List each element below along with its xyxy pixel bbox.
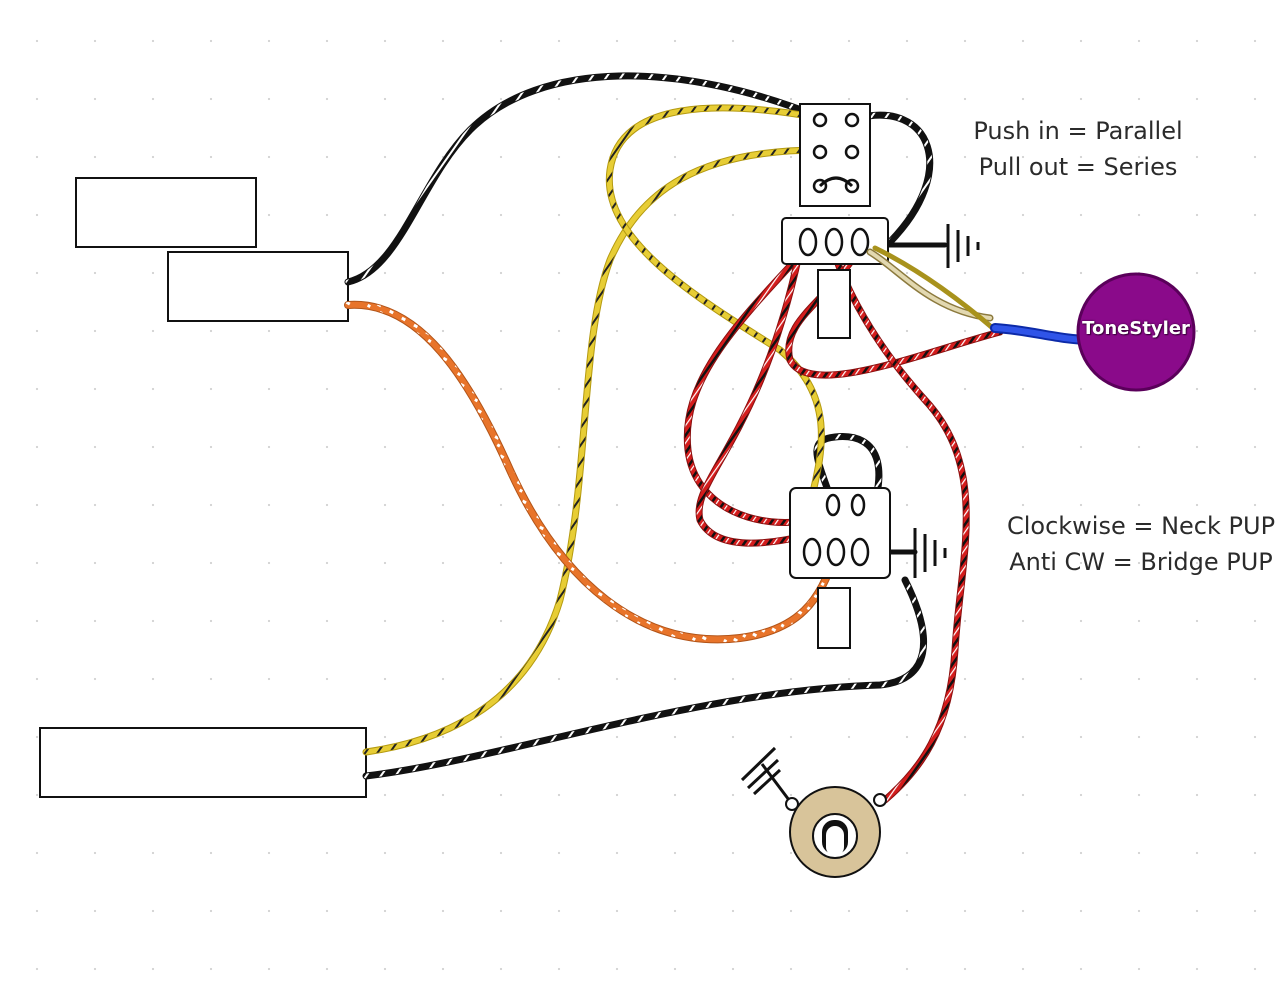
blend-note-line: Clockwise = Neck PUP	[1006, 512, 1276, 540]
orange-wire	[344, 300, 839, 644]
blend-pot	[789, 487, 891, 649]
switch-note: Push in = Parallel Pull out = Series	[960, 113, 1196, 185]
ground-symbol	[913, 528, 947, 578]
tonestyler-label: ToneStyler	[1082, 318, 1190, 339]
tonestyler-leads	[866, 245, 1095, 345]
tonestyler	[1076, 272, 1196, 392]
switch-note-line: Pull out = Series	[978, 153, 1178, 181]
push-pull-pot	[781, 103, 889, 339]
blend-note-line: Anti CW = Bridge PUP	[1009, 548, 1273, 576]
blend-note: Clockwise = Neck PUP Anti CW = Bridge PU…	[1003, 508, 1279, 580]
output-jack	[740, 746, 887, 878]
yellow-wires	[362, 104, 825, 756]
black-wires	[344, 72, 948, 780]
neck-pickup	[75, 177, 349, 322]
switch-note-line: Push in = Parallel	[973, 117, 1183, 145]
bridge-pickup	[39, 727, 367, 798]
ground-symbol	[946, 224, 980, 268]
